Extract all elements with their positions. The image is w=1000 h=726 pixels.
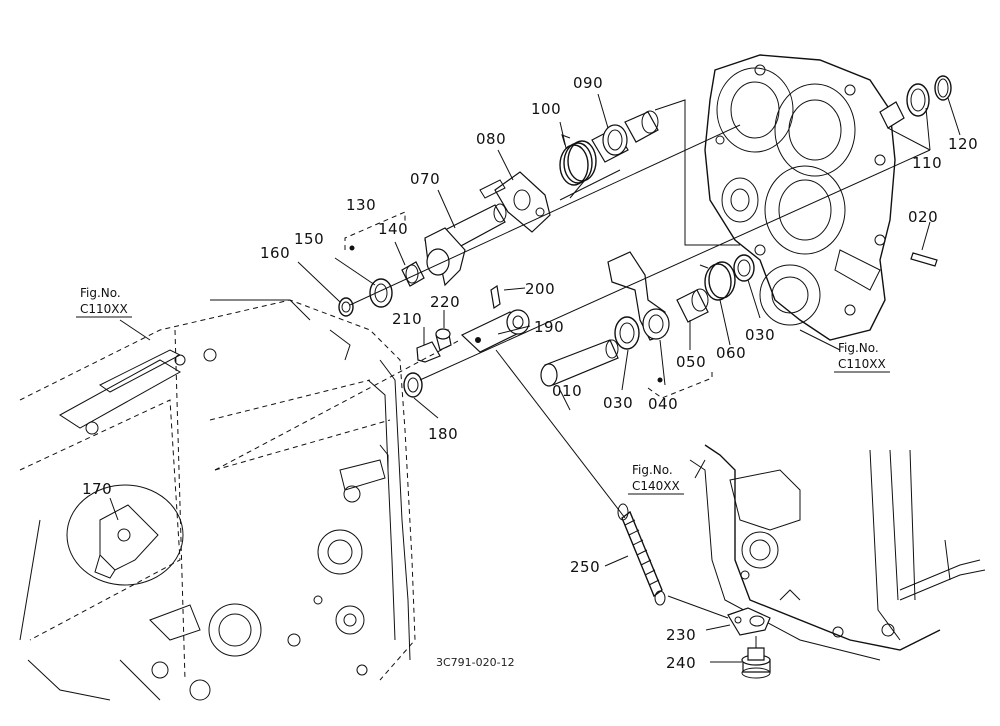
fig-ref-right-line2: C110XX [838, 357, 886, 371]
part-110-ring [906, 83, 930, 117]
part-060-spring [699, 261, 736, 301]
label-200: 200 [525, 280, 555, 298]
label-140: 140 [378, 220, 408, 238]
label-250: 250 [570, 558, 600, 576]
part-190-lever [460, 309, 530, 353]
document-code: 3C791-020-12 [436, 656, 515, 669]
part-100-spring [559, 134, 597, 199]
label-130: 130 [346, 196, 376, 214]
label-010: 010 [552, 382, 582, 400]
label-060: 060 [716, 344, 746, 362]
label-020: 020 [908, 208, 938, 226]
label-210: 210 [392, 310, 422, 328]
fig-ref-left-line2: C110XX [80, 302, 128, 316]
part-labels: 010 020 030 030 040 050 060 070 080 090 … [82, 74, 978, 672]
exploded-parts [338, 75, 952, 679]
part-210-bracket [416, 341, 441, 363]
label-150: 150 [294, 230, 324, 248]
fig-ref-left-line1: Fig.No. [80, 286, 121, 300]
figure-ref-right: Fig.No. C110XX [834, 341, 890, 373]
part-010-shaft [540, 339, 619, 387]
label-120: 120 [948, 135, 978, 153]
fig-ref-right-line1: Fig.No. [838, 341, 879, 355]
label-110: 110 [912, 154, 942, 172]
label-190: 190 [534, 318, 564, 336]
fig-ref-lower-line1: Fig.No. [632, 463, 673, 477]
part-080-plate [479, 171, 551, 233]
left-transmission-housing [19, 299, 416, 701]
part-040-arm [607, 251, 670, 341]
label-100: 100 [531, 100, 561, 118]
part-220-bolt [435, 328, 452, 351]
part-120-snap-ring [934, 75, 952, 101]
part-240-plug [741, 647, 771, 679]
label-220: 220 [430, 293, 460, 311]
label-050: 050 [676, 353, 706, 371]
part-250-spring [617, 503, 666, 606]
right-gear-case [704, 54, 896, 341]
part-180-seal [403, 372, 423, 398]
label-040: 040 [648, 395, 678, 413]
group-brackets [344, 211, 713, 399]
part-070-shaft [424, 203, 507, 287]
label-070: 070 [410, 170, 440, 188]
label-230: 230 [666, 626, 696, 644]
label-080: 080 [476, 130, 506, 148]
label-030-left: 030 [603, 394, 633, 412]
part-230-plate [727, 607, 771, 636]
figure-ref-lower: Fig.No. C140XX [628, 463, 684, 495]
part-200-pin [490, 284, 501, 310]
part-050-bushing [676, 289, 709, 323]
part-030-washer [614, 316, 640, 350]
label-180: 180 [428, 425, 458, 443]
lower-housing [689, 444, 986, 661]
part-150-ring [369, 278, 393, 308]
fig-ref-lower-line2: C140XX [632, 479, 680, 493]
figure-ref-left: Fig.No. C110XX [76, 286, 132, 318]
part-020-pin [910, 252, 938, 267]
assembly-lines [214, 99, 931, 648]
leader-lines [109, 93, 961, 663]
label-090: 090 [573, 74, 603, 92]
part-160-seal [338, 297, 354, 317]
label-030-right: 030 [745, 326, 775, 344]
label-160: 160 [260, 244, 290, 262]
label-170: 170 [82, 480, 112, 498]
label-240: 240 [666, 654, 696, 672]
